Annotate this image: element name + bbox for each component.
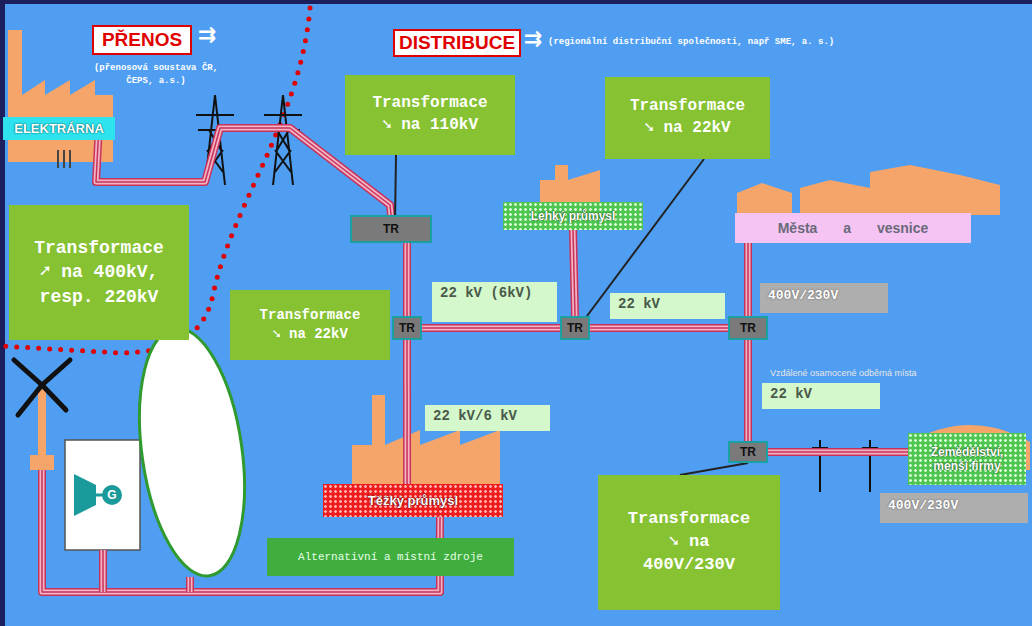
node-text: TR <box>740 321 756 335</box>
voltage-label: 22 kV/6 kV <box>425 405 550 431</box>
power-line <box>573 230 575 316</box>
source-ellipse <box>125 321 259 582</box>
leader-line <box>680 463 748 475</box>
transformer-box: TR <box>728 441 768 463</box>
consumer-box: Města a vesnice <box>735 213 971 243</box>
node-text: Transformace <box>34 236 164 260</box>
power-line <box>407 243 408 316</box>
power-line <box>439 517 440 538</box>
transform-box: Transformace➘ na 22kV <box>605 77 770 159</box>
transformer-box: TR <box>728 316 768 340</box>
section-title: PŘENOS <box>92 25 192 55</box>
left-border <box>0 0 5 626</box>
node-text: TR <box>383 222 399 236</box>
node-text: Transformace <box>628 508 750 531</box>
note-text: (přenosová soustava ČR, ČEPS, a.s.) <box>86 62 226 87</box>
power-line <box>768 452 908 453</box>
node-text: Alternativní a místní zdroje <box>298 551 483 563</box>
transform-box: Transformace➘ na 400V/230V <box>598 475 780 610</box>
top-border <box>0 0 1032 4</box>
transformer-box: TR <box>392 316 422 340</box>
node-text: DISTRIBUCE <box>399 32 515 54</box>
node-text: TR <box>399 321 415 335</box>
generator-box <box>65 440 140 550</box>
note-text: Vzdálené osamocené odběrná místa <box>770 368 917 378</box>
voltage-label: 22 kV <box>610 293 725 319</box>
node-text: Města a vesnice <box>778 220 929 236</box>
node-text: Transformace <box>260 306 361 325</box>
source-wire <box>103 550 104 592</box>
turbine-symbol <box>74 474 96 516</box>
village <box>800 165 1000 215</box>
section-title: DISTRIBUCE <box>393 29 521 57</box>
voltage-label: 22 kV (6kV) <box>432 282 557 322</box>
node-text: PŘENOS <box>102 29 182 51</box>
transform-box: Transformace➚ na 400kV, resp. 220kV <box>9 205 189 340</box>
source-box: Alternativní a místní zdroje <box>267 538 514 576</box>
wind-base <box>30 455 54 470</box>
power-line <box>748 243 749 316</box>
leader-line <box>395 155 397 215</box>
node-text: Transformace <box>372 93 487 115</box>
consumer-box: Zemědělství, menší firmy <box>908 433 1026 485</box>
plant-label: ELEKTRÁRNA <box>3 117 115 140</box>
power-line <box>407 340 408 484</box>
node-text: Lehký průmysl <box>531 209 616 223</box>
node-subtext: ➘ na 22kV <box>272 325 348 344</box>
node-text: Transformace <box>630 96 745 118</box>
node-subtext: ➘ na 110kV <box>382 115 478 137</box>
power-line <box>748 340 749 441</box>
transformer-box: TR <box>560 316 590 340</box>
node-text: G <box>107 488 116 502</box>
voltage-label: 400V/230V <box>880 493 1028 523</box>
voltage-label: 22 kV <box>762 383 880 409</box>
poles <box>812 440 878 492</box>
source-wire <box>190 577 191 592</box>
node-text: TR <box>740 445 756 459</box>
arrow-symbol: ⇉ <box>524 26 542 51</box>
node-text: Zemědělství, menší firmy <box>912 445 1022 473</box>
town <box>737 183 792 215</box>
node-text: Těžký průmysl <box>368 493 458 508</box>
arrow-symbol: ⇉ <box>198 22 216 47</box>
light-industry <box>540 165 600 204</box>
note-text: (regionální distribuční společnosti, nap… <box>548 37 834 47</box>
node-subtext: ➚ na 400kV, resp. 220kV <box>34 260 164 309</box>
transformer-box: TR <box>350 215 432 243</box>
consumer-box: Lehký průmysl <box>503 202 643 230</box>
node-subtext: ➘ na 22kV <box>644 118 730 140</box>
power-line <box>422 328 560 329</box>
transform-box: Transformace➘ na 110kV <box>345 75 515 155</box>
plant-leads <box>58 150 70 168</box>
node-text: ELEKTRÁRNA <box>14 121 104 136</box>
voltage-label: 400V/230V <box>760 283 888 313</box>
node-subtext: ➘ na 400V/230V <box>641 531 738 577</box>
consumer-box: Těžký průmysl <box>323 484 503 517</box>
power-line <box>590 328 728 329</box>
generator-symbol: G <box>102 485 122 505</box>
transform-box: Transformace➘ na 22kV <box>230 290 390 360</box>
node-text: TR <box>567 321 583 335</box>
wind-blades <box>14 360 70 415</box>
